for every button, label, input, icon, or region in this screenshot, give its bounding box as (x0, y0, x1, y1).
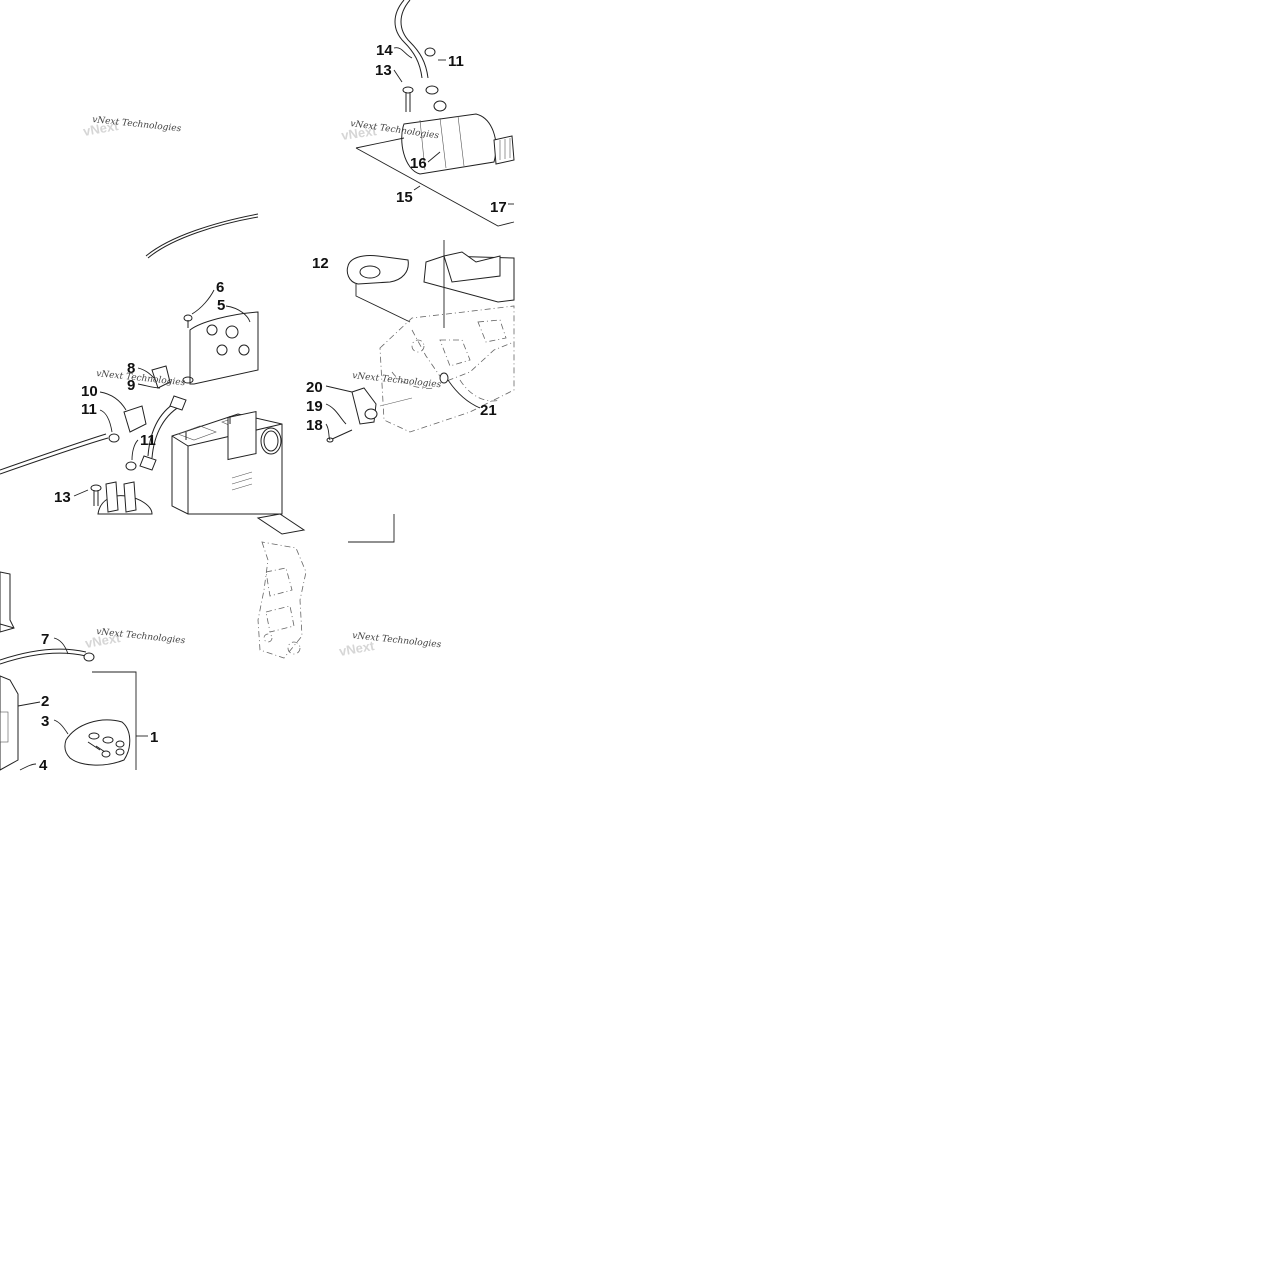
side-bracket (0, 571, 15, 633)
svg-text:vNext: vNext (84, 630, 122, 651)
callout-17: 17 (490, 199, 507, 216)
cable-lug (425, 85, 439, 95)
callout-19: 19 (306, 398, 323, 415)
bolt-13b (90, 484, 102, 506)
callout-6: 6 (216, 279, 224, 296)
washer-19 (364, 408, 378, 420)
callout-20: 20 (306, 379, 323, 396)
callout-14: 14 (376, 42, 393, 59)
bolt-18 (329, 429, 353, 441)
watermark-text: vNext Technologies (352, 371, 442, 390)
nut-11b (125, 461, 137, 471)
callout-7: 7 (41, 631, 49, 648)
starter-motor-16 (401, 100, 515, 175)
svg-text:vNext: vNext (82, 118, 120, 139)
starter-motor-panel: 14 11 13 16 15 17 vNext vNext Technologi… (340, 0, 515, 227)
kit-outline-15 (355, 137, 515, 227)
callout-11a: 11 (81, 401, 97, 418)
frame-phantom-panel: vNext vNext Technologies (256, 513, 442, 659)
watermark-ghost: vNext (340, 123, 378, 143)
battery (171, 410, 283, 515)
bolt-13 (402, 86, 414, 112)
arc-cable (145, 213, 259, 257)
main-cable (0, 437, 109, 475)
nut-11 (424, 47, 436, 57)
screw-6 (183, 314, 193, 328)
callout-1: 1 (150, 729, 158, 746)
nut-11a (108, 433, 120, 443)
o-ring (260, 427, 282, 455)
engine-mount-panel: 12 20 19 18 21 vNext Technologies (306, 240, 515, 443)
callout-13b: 13 (54, 489, 71, 506)
tray (256, 513, 306, 535)
watermark-text: vNext Technologies (96, 369, 186, 388)
svg-text:vNext: vNext (338, 638, 376, 659)
callout-21: 21 (480, 402, 497, 419)
callout-16: 16 (410, 155, 427, 172)
battery-label (227, 410, 257, 461)
nut-21 (439, 372, 449, 384)
battery-panel: 6 5 8 9 10 11 11 13 vNext Technologies (0, 213, 283, 515)
mount-bracket-12 (346, 255, 409, 285)
watermark-top-left: vNext vNext Technologies (82, 115, 182, 139)
callout-9: 9 (127, 377, 135, 394)
boot-10 (123, 405, 147, 433)
battery-edge (0, 675, 19, 771)
starter-cable-14 (400, 0, 429, 79)
callout-18: 18 (306, 417, 323, 434)
engine-block-phantom (379, 305, 515, 433)
starter-relay (97, 481, 153, 515)
frame-phantom (257, 541, 307, 659)
callout-2: 2 (41, 693, 49, 710)
callout-4: 4 (39, 757, 48, 774)
terminal-cap-8 (151, 365, 171, 389)
callout-15: 15 (396, 189, 413, 206)
callout-13: 13 (375, 62, 392, 79)
battery-kit-panel: 7 2 3 1 4 vNext vNext Technologies (0, 571, 186, 774)
kit-bracket-1 (92, 671, 137, 770)
cable-7 (0, 652, 87, 665)
callout-10: 10 (81, 383, 98, 400)
hold-down-plate-5 (189, 311, 259, 385)
callout-3: 3 (41, 713, 49, 730)
callout-12: 12 (312, 255, 329, 272)
callout-8: 8 (127, 360, 135, 377)
starter-cable-14-edge (394, 0, 423, 79)
callout-11: 11 (448, 53, 464, 70)
callout-5: 5 (217, 297, 225, 314)
callout-11b: 11 (140, 432, 156, 449)
hardware-bag-3 (64, 719, 131, 766)
